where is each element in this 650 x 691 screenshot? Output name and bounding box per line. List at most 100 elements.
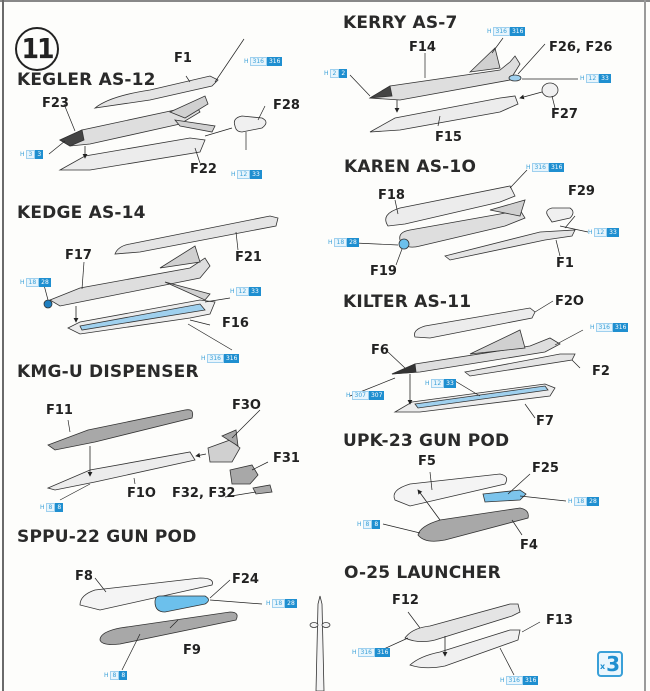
- part-label: F14: [409, 40, 436, 55]
- paint-code-enamel: 316: [374, 648, 391, 657]
- kegler-fin-top: [168, 95, 209, 119]
- kmgu-f32: [252, 484, 273, 495]
- part-label: F26, F26: [549, 40, 613, 55]
- kmgu-top-f11: [47, 409, 194, 451]
- o25-assembly: [404, 603, 521, 669]
- kerry-assembly: [368, 47, 559, 133]
- paint-code-acrylic: 307: [351, 391, 369, 400]
- o25-launcher-f13: [409, 629, 521, 669]
- paint-code-acrylic: 12: [430, 379, 445, 388]
- karen-assembly: [385, 185, 576, 261]
- kerry-nose: [369, 85, 393, 99]
- part-label: F7: [536, 414, 554, 429]
- part-label: F11: [46, 403, 73, 418]
- page-border-right: [644, 0, 646, 691]
- paint-code-enamel: 33: [599, 74, 611, 83]
- part-label: F29: [568, 184, 595, 199]
- paint-code-acrylic: 316: [505, 676, 523, 685]
- part-label: F32, F32: [172, 486, 236, 501]
- paint-code-acrylic: 8: [45, 503, 56, 512]
- kilter-stripe: [414, 385, 549, 409]
- part-label: F25: [532, 461, 559, 476]
- kerry-f27: [541, 82, 559, 98]
- part-label: F21: [235, 250, 262, 265]
- paint-code-acrylic: 12: [593, 228, 608, 237]
- paint-prefix: H: [357, 521, 362, 528]
- part-label: F31: [273, 451, 300, 466]
- part-label: F28: [273, 98, 300, 113]
- step-number: 11: [15, 27, 59, 71]
- paint-code-enamel: 28: [587, 497, 599, 506]
- part-label: F8: [75, 569, 93, 584]
- paint-code-enamel: 2: [339, 69, 348, 78]
- part-label: F1O: [127, 486, 156, 501]
- karen-f29: [546, 207, 574, 223]
- kerry-f26: [508, 74, 522, 82]
- paint-prefix: H: [104, 672, 109, 679]
- paint-prefix: H: [425, 380, 430, 387]
- kedge-nose: [43, 299, 53, 309]
- kilter-fin: [469, 329, 526, 355]
- kedge-fin-bottom: [164, 281, 211, 301]
- paint-code-enamel: 307: [368, 391, 385, 400]
- paint-code-acrylic: 316: [249, 57, 267, 66]
- kmgu-f30-fin: [221, 429, 239, 447]
- paint-prefix: H: [20, 151, 25, 158]
- paint-prefix: H: [487, 28, 492, 35]
- part-label: F18: [378, 188, 405, 203]
- paint-code-enamel: 316: [266, 57, 283, 66]
- part-label: F2: [592, 364, 610, 379]
- kmgu-assembly: [46, 409, 273, 495]
- paint-code-enamel: 33: [607, 228, 619, 237]
- upk23-bottom-f4: [417, 507, 529, 542]
- karen-f19-nose: [398, 238, 410, 250]
- paint-prefix: H: [500, 677, 505, 684]
- kedge-missile-f17: [49, 257, 211, 307]
- section-title-kilter: KILTER AS-11: [343, 292, 472, 312]
- paint-prefix: H: [568, 498, 573, 505]
- paint-code-enamel: 28: [39, 278, 51, 287]
- part-label: F22: [190, 162, 217, 177]
- kegler-fin-bottom: [174, 119, 216, 133]
- paint-prefix: H: [346, 392, 351, 399]
- multiplier-prefix: x: [599, 662, 606, 671]
- paint-code-acrylic: 12: [585, 74, 600, 83]
- paint-prefix: H: [20, 279, 25, 286]
- paint-code-enamel: 316: [548, 163, 565, 172]
- section-title-sppu22: SPPU-22 GUN POD: [17, 527, 197, 547]
- part-label: F15: [435, 130, 462, 145]
- karen-pylon-f18: [385, 185, 516, 227]
- part-label: F4: [520, 538, 538, 553]
- paint-code-acrylic: 18: [573, 497, 588, 506]
- sppu22-bottom-f9: [99, 611, 238, 645]
- kedge-launcher-stripe: [79, 303, 206, 331]
- kegler-pylon-f1: [93, 75, 219, 109]
- paint-code-enamel: 28: [285, 599, 297, 608]
- o25-rocket-f12: [404, 603, 521, 642]
- upk23-f25: [482, 489, 527, 503]
- part-label: F3O: [232, 398, 261, 413]
- kilter-assembly: [391, 307, 576, 413]
- kilter-pod-f20: [414, 307, 536, 339]
- paint-code-enamel: 33: [249, 287, 261, 296]
- part-label: F5: [418, 454, 436, 469]
- part-label: F16: [222, 316, 249, 331]
- part-label: F17: [65, 248, 92, 263]
- paint-code-acrylic: 12: [236, 170, 251, 179]
- paint-code-enamel: 3: [35, 150, 44, 159]
- paint-prefix: H: [580, 75, 585, 82]
